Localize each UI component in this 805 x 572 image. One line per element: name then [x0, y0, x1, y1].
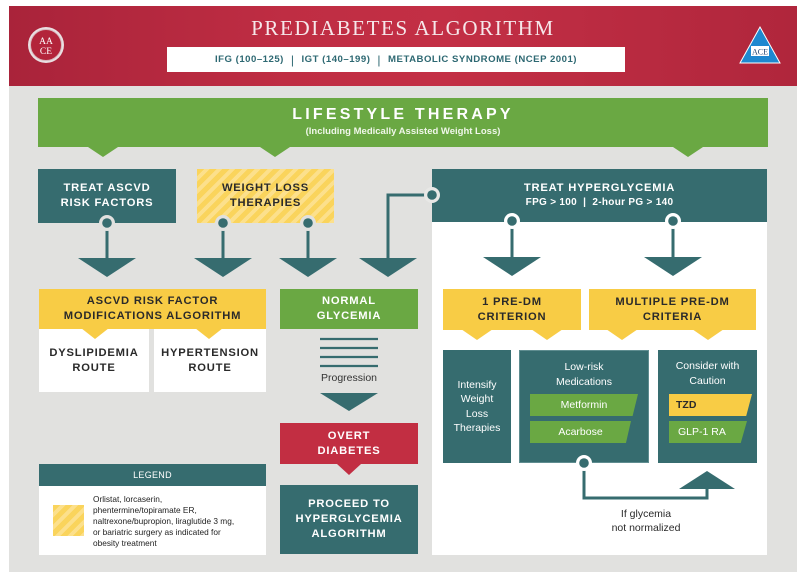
metformin-label: Metformin: [560, 398, 608, 411]
dyslipidemia-route-label: DYSLIPIDEMIA: [49, 346, 139, 359]
intensify-weight-loss-box: Intensify Weight Loss Therapies: [443, 350, 511, 463]
legend-line: obesity treatment: [93, 537, 157, 548]
loop-note-line: If glycemia: [620, 508, 672, 520]
one-criterion-label: 1 PRE-DM: [482, 295, 542, 308]
weight-loss-therapies-box: WEIGHT LOSS THERAPIES: [197, 169, 334, 223]
header-band: [9, 6, 797, 86]
criteria-separator: |: [377, 52, 382, 67]
criterion-ifg: IFG (100–125): [214, 54, 284, 65]
lifestyle-therapy-subtitle: (Including Medically Assisted Weight Los…: [305, 126, 501, 137]
metformin-bar: Metformin: [530, 394, 638, 416]
low-risk-medications-box: Low-risk Medications Metformin Acarbose: [519, 350, 649, 463]
hypertension-route-label: ROUTE: [188, 361, 232, 374]
low-risk-title: Low-risk: [564, 361, 604, 373]
glycemia-not-normalized-note: If glycemia not normalized: [590, 508, 702, 535]
legend-line: Orlistat, lorcaserin,: [93, 494, 163, 504]
acarbose-bar: Acarbose: [530, 421, 631, 443]
lifestyle-therapy-title: LIFESTYLE THERAPY: [292, 106, 514, 123]
hypertension-route-box: HYPERTENSION ROUTE: [154, 329, 266, 392]
dyslipidemia-route-label: ROUTE: [72, 361, 116, 374]
page-title: PREDIABETES ALGORITHM: [251, 16, 555, 40]
one-pre-dm-criterion-box: 1 PRE-DM CRITERION: [443, 289, 581, 330]
lifestyle-therapy-banner: LIFESTYLE THERAPY (Including Medically A…: [38, 98, 768, 147]
loop-note-line: not normalized: [611, 521, 681, 534]
intensify-label: Therapies: [453, 422, 501, 434]
proceed-to-hyperglycemia-box: PROCEED TO HYPERGLYCEMIA ALGORITHM: [280, 485, 418, 554]
criteria-separator: |: [290, 52, 295, 67]
overt-diabetes-label: OVERT: [327, 429, 371, 442]
normal-glycemia-label: NORMAL: [322, 295, 376, 307]
intensify-label: Weight: [460, 393, 494, 405]
multiple-criteria-label: CRITERIA: [642, 310, 703, 323]
proceed-label: HYPERGLYCEMIA: [295, 513, 403, 525]
multiple-pre-dm-criteria-box: MULTIPLE PRE-DM CRITERIA: [589, 289, 756, 330]
weight-loss-label: WEIGHT LOSS: [221, 182, 310, 194]
treat-hyperglycemia-title: TREAT HYPERGLYCEMIA: [523, 182, 676, 194]
one-criterion-label: CRITERION: [477, 310, 547, 323]
low-risk-title: Medications: [555, 375, 613, 388]
treat-ascvd-box: TREAT ASCVD RISK FACTORS: [38, 169, 176, 223]
overt-diabetes-label: DIABETES: [317, 444, 381, 457]
intensify-label: Loss: [465, 407, 489, 420]
criterion-igt: IGT (140–199): [301, 54, 371, 65]
tzd-label: TZD: [676, 398, 697, 411]
proceed-label: ALGORITHM: [311, 528, 387, 540]
overt-diabetes-box: OVERT DIABETES: [280, 423, 418, 464]
proceed-label: PROCEED TO: [308, 498, 390, 510]
diagnostic-criteria-bar: IFG (100–125) | IGT (140–199) | METABOLI…: [167, 47, 625, 72]
consider-with-caution-box: Consider with Caution TZD GLP-1 RA: [658, 350, 757, 463]
legend-line: naltrexone/bupropion, liraglutide 3 mg,: [93, 515, 235, 526]
hypertension-route-label: HYPERTENSION: [161, 346, 259, 359]
treat-ascvd-label: RISK FACTORS: [60, 197, 154, 209]
legend-line: phentermine/topiramate ER,: [93, 504, 197, 515]
dyslipidemia-route-box: DYSLIPIDEMIA ROUTE: [39, 329, 149, 392]
weight-loss-label: THERAPIES: [229, 197, 302, 209]
acarbose-label: Acarbose: [558, 425, 603, 438]
treat-hyperglycemia-box: TREAT HYPERGLYCEMIA FPG > 100 | 2-hour P…: [432, 169, 767, 222]
caution-title: Caution: [689, 374, 726, 387]
legend-description: Orlistat, lorcaserin, phentermine/topira…: [93, 494, 263, 549]
criterion-metabolic-syndrome: METABOLIC SYNDROME (NCEP 2001): [388, 54, 578, 65]
legend-title: LEGEND: [39, 464, 266, 486]
progression-label: Progression: [320, 372, 378, 384]
ascvd-algorithm-box: ASCVD RISK FACTOR MODIFICATIONS ALGORITH…: [39, 289, 266, 329]
ascvd-algorithm-label: ASCVD RISK FACTOR: [86, 295, 219, 307]
multiple-criteria-label: MULTIPLE PRE-DM: [615, 295, 730, 308]
normal-glycemia-label: GLYCEMIA: [316, 310, 382, 322]
normal-glycemia-box: NORMAL GLYCEMIA: [280, 289, 418, 329]
weight-loss-hatch-swatch: [53, 505, 84, 536]
ascvd-algorithm-label: MODIFICATIONS ALGORITHM: [63, 310, 242, 322]
tzd-bar: TZD: [669, 394, 752, 416]
glp1-ra-label: GLP-1 RA: [678, 425, 726, 438]
caution-title: Consider with: [675, 360, 740, 372]
glp1-ra-bar: GLP-1 RA: [669, 421, 747, 443]
intensify-label: Intensify: [457, 378, 497, 391]
treat-ascvd-label: TREAT ASCVD: [63, 182, 151, 194]
legend-line: or bariatric surgery as indicated for: [93, 526, 221, 537]
hyperglycemia-criteria: FPG > 100 | 2-hour PG > 140: [525, 197, 674, 208]
